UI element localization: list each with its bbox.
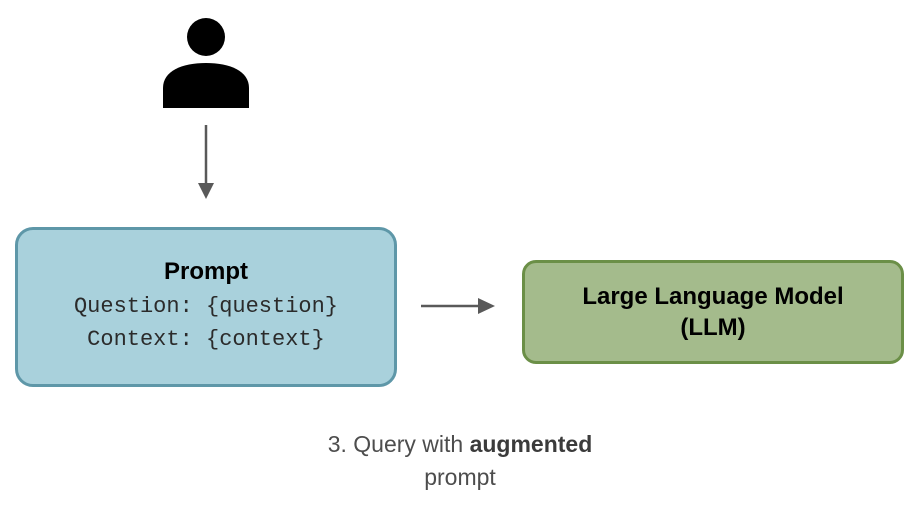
prompt-context-line: Context: {context} [87,327,325,352]
caption-bold: augmented [469,431,593,457]
prompt-box: Prompt Question: {question} Context: {co… [15,227,397,387]
arrow-right-to-llm [421,298,495,314]
caption-line1: 3. Query with augmented [260,428,660,461]
person-icon [163,18,249,108]
prompt-question-line: Question: {question} [73,294,339,319]
caption-line2: prompt [424,464,496,490]
caption-prefix: 3. Query with [327,431,470,457]
llm-title-line1: Large Language Model [582,283,844,310]
prompt-title: Prompt [164,258,248,285]
llm-box: Large Language Model (LLM) [522,260,904,364]
step-caption: 3. Query with augmented prompt [260,428,660,494]
llm-title-line2: (LLM) [680,314,746,341]
arrow-down-to-prompt [198,125,214,199]
